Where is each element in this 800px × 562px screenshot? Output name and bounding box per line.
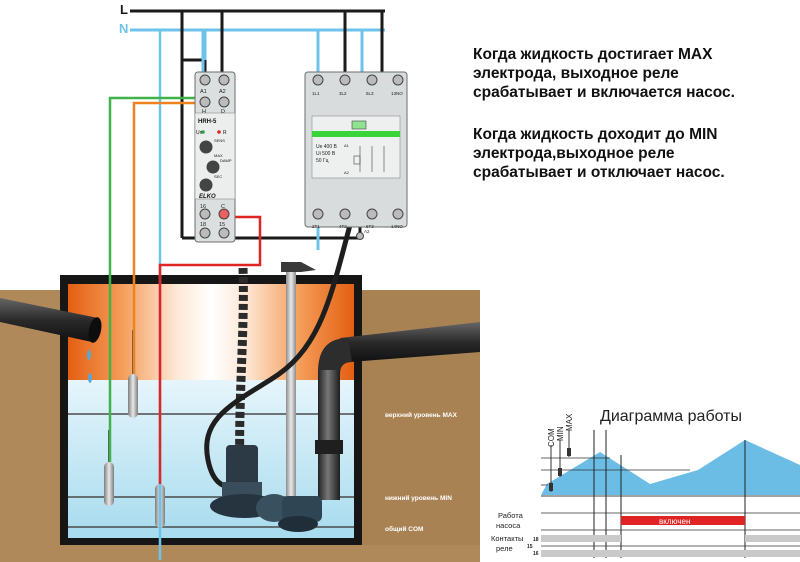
diagram-title: Диаграмма работы [600,408,742,425]
diagram-pump-on-bar [621,516,745,525]
contactor-term-2t1: 2T1 [312,224,320,229]
diagram-row-contacts-1: Контакты [491,534,523,543]
diagram-electrode-min: MIN [556,426,565,441]
note-min-line-2: электрода,выходное реле [473,145,675,162]
note-min-line-3: срабатывает и отключает насос. [473,164,725,181]
contactor [304,71,408,240]
inlet-pipe-mouth [88,317,102,343]
label-level-min: нижний уровень MIN [385,494,452,502]
relay-term-d: D [221,109,225,115]
contactor-rating-2: Ui 500 B [316,151,336,157]
pump-chain [235,267,248,471]
diagram-electrode-tip-max [567,448,571,456]
soil-left [0,290,68,562]
relay-term-h: H [202,109,206,115]
water-drop-1 [87,350,91,360]
inlet-pipe [0,298,98,342]
diagram-contact-16-bar [541,550,800,557]
relay-ind-r: R [223,130,227,136]
diagram-contact-15: 15 [527,544,533,550]
contactor-term-6t3: 6T3 [366,224,374,229]
diagram-pump-on-label: включен [659,517,690,526]
contactor-term-13no: 13NO [391,91,403,96]
diagram-row-pump-2: насоса [496,521,521,530]
note-max-line-3: срабатывает и включается насос. [473,84,735,101]
contactor-coil-a2: A2 [364,229,370,234]
wire-orange-max [132,101,220,374]
diagram-electrode-tip-min [558,468,562,476]
diagram-electrode-tip-com [549,483,553,491]
contactor-term-5l3: 5L3 [366,91,374,96]
outlet-pipe-horizontal [340,322,480,362]
note-max-line-2: электрода, выходное реле [473,65,679,82]
contactor-term-3l2: 3L2 [339,91,347,96]
wire-green-min [108,96,203,462]
label-level-com: общий COM [385,525,423,533]
diagram-electrode-com: COM [547,428,556,447]
relay-term-16: 16 [200,204,206,210]
water-drop-2 [88,373,92,383]
contactor-rating-1: Ue 400 B [316,144,338,150]
diagram-contact-18: 18 [533,537,539,543]
outlet-pipe-collar [315,440,343,454]
relay-term-a1: A1 [200,89,207,95]
note-min-line-1: Когда жидкость доходит до MIN [473,126,718,143]
wire-red-com [158,215,262,484]
diagram-row-pump-1: Работа [498,511,524,520]
guide-rod-cap [281,262,316,272]
diagram-contact-18-on-2 [745,535,800,542]
relay-knob-damp: DAMP [220,158,232,163]
relay-term-c: C [221,204,225,210]
contactor-term-4t2: 4T2 [339,224,347,229]
contactor-term-1l1: 1L1 [312,91,320,96]
diagram-level-area [541,440,800,495]
level-relay [194,71,236,243]
relay-term-a2: A2 [219,89,226,95]
relay-knob-max: MAX [214,153,223,158]
submersible-pump [210,445,322,532]
pump-cable [204,224,353,489]
relay-ind-un: Un [196,130,203,136]
note-max-line-1: Когда жидкость достигает MAX [473,46,713,63]
contactor-aux-a1: A1 [344,143,350,148]
diagram-electrode-max: MAX [565,413,574,431]
note-max: Когда жидкость достигает MAX электрода, … [473,45,795,102]
diagram-contact-16: 16 [533,551,539,557]
relay-term-15: 15 [219,222,225,228]
guide-rod [286,262,296,510]
outlet-pipe-vertical [318,370,340,500]
note-min: Когда жидкость доходит до MIN электрода,… [473,125,795,182]
relay-knob-sec: SEC [214,174,222,179]
contactor-aux-a2: A2 [344,170,350,175]
contactor-rating-3: 50 Гц [316,158,329,164]
relay-brand: ELKO [199,194,216,200]
label-l: L [120,2,128,17]
relay-knob-sens: SENS [214,138,225,143]
label-level-max: верхний уровень MAX [385,411,458,419]
contactor-term-14no: 14NO [391,224,403,229]
diagram-contact-18-on [541,535,621,542]
outlet-pipe-elbow [318,338,352,374]
label-n: N [119,21,128,36]
diagram-row-contacts-2: реле [496,544,513,553]
relay-term-18: 18 [200,222,206,228]
relay-model: HRH-5 [198,119,217,125]
